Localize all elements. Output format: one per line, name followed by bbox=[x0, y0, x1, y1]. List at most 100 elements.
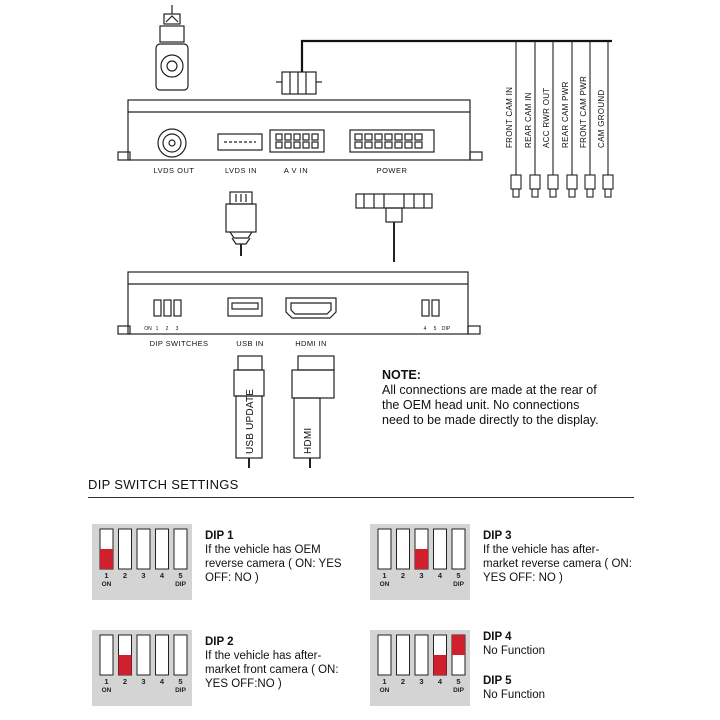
dip-3-body: If the vehicle has after-market reverse … bbox=[483, 544, 632, 584]
dip-switch-number: 2 bbox=[401, 677, 405, 686]
wire-label-2: REAR CAM IN bbox=[524, 92, 533, 148]
dip-switch-number: 3 bbox=[141, 571, 145, 580]
dip-panel: 1 2 3 4 5ON DIP bbox=[370, 524, 470, 600]
wire-label-4: REAR CAM PWR bbox=[561, 81, 570, 148]
hdmi-cable bbox=[291, 355, 335, 468]
av-plug-top bbox=[276, 71, 322, 95]
wire-terminals bbox=[510, 174, 614, 198]
note-body: All connections are made at the rear of … bbox=[382, 383, 599, 427]
dip-switch-number: 4 bbox=[438, 677, 443, 686]
label-power: POWER bbox=[377, 166, 408, 175]
section-divider bbox=[88, 497, 634, 498]
unit-switch-5-label: 5 bbox=[434, 326, 437, 332]
usb-cable bbox=[233, 355, 265, 468]
dip-switch-slot bbox=[155, 528, 169, 570]
hdmi-in-port bbox=[285, 297, 337, 319]
label-usb-update: USB UPDATE bbox=[245, 389, 256, 454]
dip-switch-number: 5 bbox=[178, 571, 182, 580]
dip-2-title: DIP 2 bbox=[205, 636, 234, 648]
dip-switch-slot bbox=[377, 528, 392, 570]
dip-dip-label: DIP bbox=[175, 581, 187, 588]
dip-switch-number: 1 bbox=[382, 677, 386, 686]
unit-dip-switches-left bbox=[153, 299, 182, 317]
dip-4-title: DIP 4 bbox=[483, 631, 512, 643]
dip-switch-number: 1 bbox=[382, 571, 386, 580]
usb-in-port bbox=[227, 297, 263, 317]
dip-switch-slot bbox=[433, 528, 447, 570]
dip-1-body: If the vehicle has OEM reverse camera ( … bbox=[205, 544, 342, 584]
dip-switch-slot bbox=[414, 634, 429, 676]
wire-label-6: CAM GROUND bbox=[597, 89, 606, 148]
note-block: NOTE: All connections are made at the re… bbox=[382, 368, 602, 428]
dip-switch-on bbox=[118, 655, 132, 675]
dip-2-body: If the vehicle has after-market front ca… bbox=[205, 650, 339, 690]
lvds-in-connector bbox=[217, 133, 263, 151]
unit-switch-2-label: 2 bbox=[166, 326, 169, 332]
dip-panel: 1 2 3 4 5ON DIP bbox=[370, 630, 470, 706]
dip-switch-number: 5 bbox=[456, 571, 460, 580]
dip-switch-number: 2 bbox=[123, 677, 127, 686]
second-unit-box bbox=[127, 271, 469, 335]
dip-1-description: DIP 1 If the vehicle has OEM reverse cam… bbox=[205, 529, 355, 585]
label-lvds-out: LVDS OUT bbox=[154, 166, 195, 175]
dip-switch-slot bbox=[377, 634, 392, 676]
dip-switch-slot bbox=[173, 528, 188, 570]
lvds-out-connector bbox=[157, 128, 187, 158]
dip-3-title: DIP 3 bbox=[483, 530, 512, 542]
dip-switch-number: 4 bbox=[438, 571, 443, 580]
dip-switch-slot bbox=[155, 634, 169, 676]
wire-label-1: FRONT CAM IN bbox=[505, 87, 514, 148]
unit-switch-on-label: ON bbox=[144, 326, 152, 332]
wire-label-3: ACC RWR OUT bbox=[542, 88, 551, 148]
dip-switch-slot bbox=[451, 528, 466, 570]
dip-switch-number: 1 bbox=[104, 571, 108, 580]
dip-3-description: DIP 3 If the vehicle has after-market re… bbox=[483, 529, 633, 585]
dip-switch-slot bbox=[396, 528, 410, 570]
dip-on-label: ON bbox=[102, 687, 112, 694]
dip-switch-slot bbox=[136, 634, 151, 676]
dip-switch-number: 5 bbox=[456, 677, 460, 686]
dip-4-body: No Function bbox=[483, 645, 546, 657]
dip-dip-label: DIP bbox=[453, 687, 465, 694]
dip-5-body: No Function bbox=[483, 689, 546, 701]
dip-switch-up bbox=[452, 635, 465, 655]
dip-switch-on bbox=[100, 549, 113, 569]
dip-switch-number: 4 bbox=[160, 677, 165, 686]
unit-switch-4-label: 4 bbox=[424, 326, 427, 332]
lvds-plug-bottom bbox=[225, 191, 257, 256]
dip-1-title: DIP 1 bbox=[205, 530, 234, 542]
power-plug-bottom bbox=[355, 193, 433, 262]
dip-on-label: ON bbox=[380, 581, 390, 588]
wire-label-5: FRONT CAM PWR bbox=[579, 76, 588, 148]
dip-dip-label: DIP bbox=[453, 581, 465, 588]
dip-switch-number: 1 bbox=[104, 677, 108, 686]
dip-switch-slot bbox=[136, 528, 151, 570]
label-hdmi-in: HDMI IN bbox=[295, 339, 327, 348]
dip-switch-slot bbox=[99, 634, 114, 676]
section-title: DIP SWITCH SETTINGS bbox=[88, 477, 239, 492]
unit-switch-1-label: 1 bbox=[156, 326, 159, 332]
dip-switch-number: 3 bbox=[419, 571, 423, 580]
dip-switch-number: 5 bbox=[178, 677, 182, 686]
power-connector bbox=[349, 129, 435, 153]
dip-switch-slot bbox=[173, 634, 188, 676]
lvds-plug-top bbox=[155, 5, 189, 91]
dip-switch-number: 3 bbox=[419, 677, 423, 686]
dip-switch-slot bbox=[118, 528, 132, 570]
dip-switch-number: 3 bbox=[141, 677, 145, 686]
dip-switch-number: 4 bbox=[160, 571, 165, 580]
dip-4-5-description: DIP 4 No Function DIP 5 No Function bbox=[483, 630, 633, 702]
dip-on-label: ON bbox=[380, 687, 390, 694]
dip-2-description: DIP 2 If the vehicle has after-market fr… bbox=[205, 635, 355, 691]
dip-switch-number: 2 bbox=[401, 571, 405, 580]
unit-switch-3-label: 3 bbox=[176, 326, 179, 332]
label-dip-switches: DIP SWITCHES bbox=[150, 339, 209, 348]
note-heading: NOTE: bbox=[382, 368, 421, 382]
label-hdmi-cable: HDMI bbox=[303, 428, 314, 454]
label-lvds-in: LVDS IN bbox=[225, 166, 257, 175]
dip-switch-slot bbox=[396, 634, 410, 676]
